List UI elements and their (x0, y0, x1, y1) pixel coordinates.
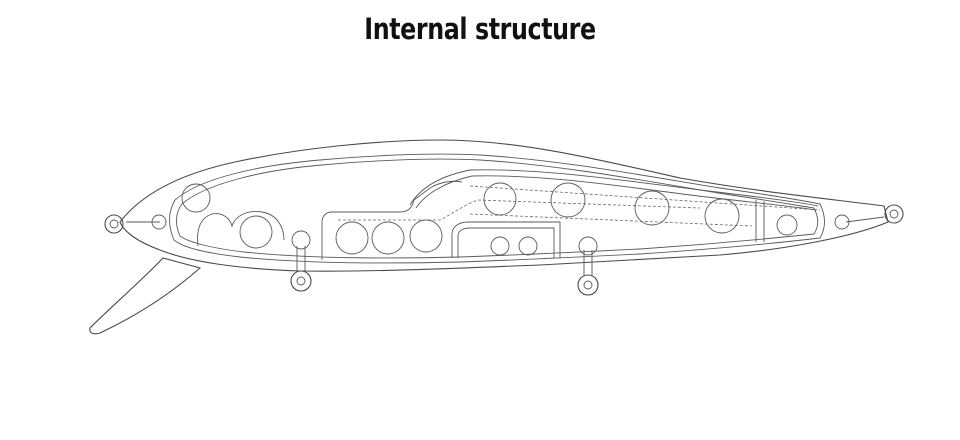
weight-ball-1 (335, 221, 369, 255)
tail-eye (884, 204, 904, 224)
nose-eye-inner (109, 219, 119, 229)
tail-divider (755, 200, 765, 242)
nose-eye (104, 214, 124, 234)
belly-hanger-2-eye (577, 274, 599, 296)
weight-ball-2 (371, 221, 405, 255)
weight-rail (338, 199, 701, 221)
transfer-ball-2 (550, 182, 586, 218)
transfer-ball-4 (704, 198, 740, 234)
dorsal-rib-inner (415, 175, 817, 211)
rear-tube-inner (457, 227, 555, 258)
front-top-ball (181, 183, 211, 213)
belly-hanger-1-eye-inner (296, 276, 306, 286)
tail-ball (776, 214, 798, 236)
weight-ball-3 (409, 219, 443, 253)
transfer-ball-3 (634, 190, 670, 226)
weight-chamber (321, 180, 463, 260)
nose-eye-mount (151, 214, 167, 230)
transfer-track-top (469, 185, 821, 211)
transfer-track-bottom (469, 213, 753, 227)
belly-hanger-1-post (296, 246, 306, 272)
tail-eye-inner (889, 209, 899, 219)
lure-body (119, 139, 889, 272)
diving-lip (89, 257, 202, 335)
inner-frame-inner (176, 158, 819, 259)
tail-wire (845, 216, 885, 223)
belly-hanger-2-top (578, 236, 598, 256)
belly-hanger-2-eye-inner (583, 280, 593, 290)
front-ball-1 (239, 215, 273, 249)
belly-hanger-1-top (291, 230, 311, 250)
rear-tube (451, 221, 561, 258)
inner-frame-outer (169, 153, 825, 264)
small-ball-2 (518, 236, 538, 256)
tail-eye-mount (834, 214, 850, 230)
diagram-title: Internal structure (364, 12, 596, 46)
small-ball-1 (490, 236, 510, 256)
dorsal-rib (409, 169, 819, 207)
belly-hanger-1-eye (290, 270, 312, 292)
front-chamber (197, 211, 285, 247)
